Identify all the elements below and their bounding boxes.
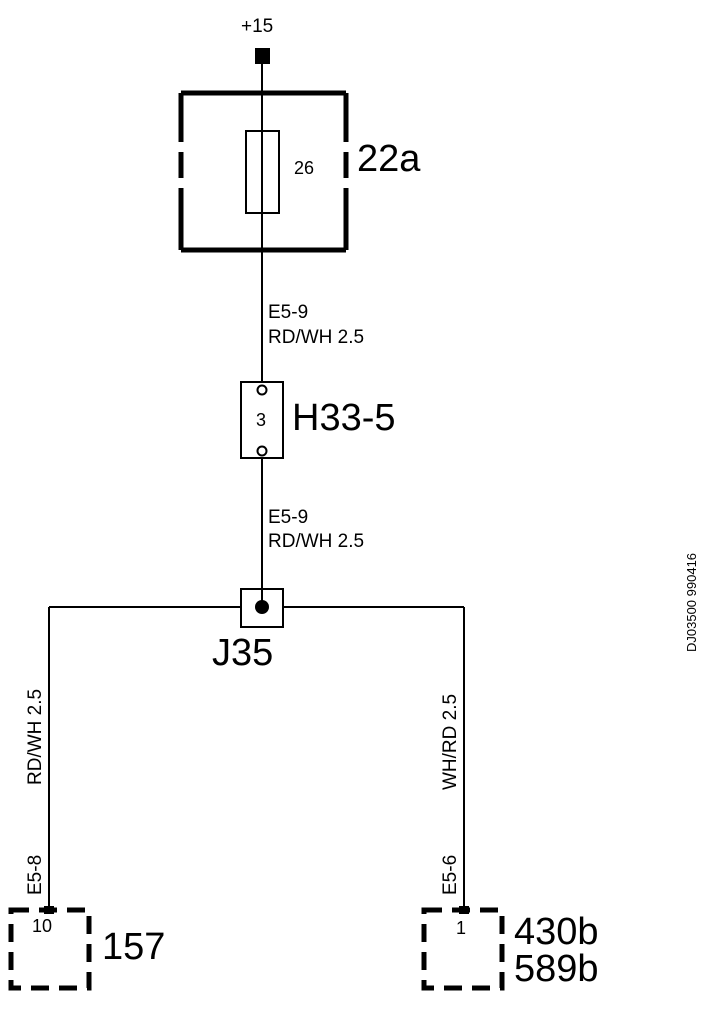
- drawing-id: DJ03500 990416: [684, 553, 699, 652]
- wire-mid-color-size: RD/WH 2.5: [268, 531, 364, 552]
- wire-top-color-size: RD/WH 2.5: [268, 327, 364, 348]
- component-430b-pin: 1: [456, 918, 466, 938]
- wire-right-color-size: WH/RD 2.5: [440, 694, 461, 790]
- component-589b-label: 589b: [514, 948, 599, 990]
- wire-right-circuit: E5-6: [440, 855, 461, 895]
- wire-mid-circuit: E5-9: [268, 507, 308, 528]
- fuse-box-label: 22a: [357, 138, 421, 180]
- wire-left-circuit: E5-8: [25, 855, 46, 895]
- fuse-number: 26: [294, 158, 314, 178]
- supply-label: +15: [241, 16, 273, 37]
- junction-label: J35: [212, 632, 273, 674]
- component-157-pin: 10: [32, 916, 52, 936]
- connector-h33-pin: 3: [256, 410, 266, 430]
- component-430b-label: 430b: [514, 911, 599, 953]
- connector-h33-pin-bottom: [256, 445, 268, 457]
- component-157-pin-marker: [44, 906, 54, 914]
- fuse-box: [178, 90, 349, 253]
- junction-node: [255, 600, 269, 614]
- component-430b-pin-marker: [459, 906, 469, 914]
- wire-left-color-size: RD/WH 2.5: [25, 689, 46, 785]
- supply-terminal: [255, 48, 270, 64]
- connector-h33-label: H33-5: [292, 397, 396, 439]
- wire-top-circuit: E5-9: [268, 302, 308, 323]
- component-157-label: 157: [102, 926, 165, 968]
- connector-h33-pin-top: [256, 384, 268, 396]
